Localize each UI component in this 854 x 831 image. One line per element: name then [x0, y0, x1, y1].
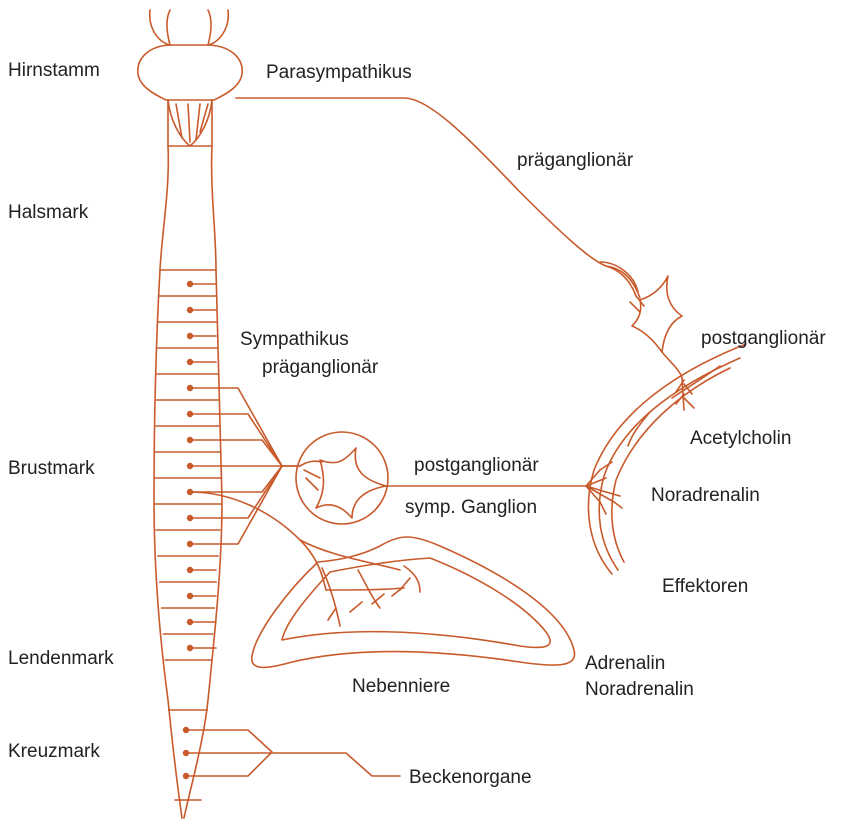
segment-nucleus-dot: [187, 307, 193, 313]
pelvic-outflow-fibers: [186, 730, 400, 776]
label-symp-praeganglionaer: präganglionär: [262, 357, 379, 378]
label-para-postganglionaer: postganglionär: [701, 328, 826, 349]
label-kreuzmark: Kreuzmark: [8, 741, 100, 762]
segment-nucleus-dot: [187, 359, 193, 365]
label-symp-ganglion: symp. Ganglion: [405, 497, 537, 518]
label-halsmark: Halsmark: [8, 202, 89, 223]
label-adrenalin: Adrenalin: [585, 653, 665, 674]
region-labels: Hirnstamm Halsmark Brustmark Lendenmark …: [8, 60, 114, 762]
label-nebenniere: Nebenniere: [352, 676, 450, 697]
spinal-cord-outline: [154, 146, 222, 818]
segment-nucleus-dot: [187, 593, 193, 599]
segment-nucleus-dot: [187, 619, 193, 625]
label-symp-postganglionaer: postganglionär: [414, 455, 539, 476]
label-para-praeganglionaer: präganglionär: [517, 150, 634, 171]
label-sympathikus: Sympathikus: [240, 329, 349, 350]
brainstem-outline: [138, 10, 242, 146]
spinal-segments: [154, 270, 221, 800]
adrenal-gland: [252, 537, 575, 667]
effector-organ: [586, 344, 746, 574]
label-beckenorgane: Beckenorgane: [409, 767, 532, 788]
segment-nucleus-dot: [187, 281, 193, 287]
label-parasympathikus: Parasympathikus: [266, 62, 412, 83]
label-effektoren: Effektoren: [662, 576, 748, 597]
label-hirnstamm: Hirnstamm: [8, 60, 100, 81]
label-brustmark: Brustmark: [8, 458, 95, 479]
label-lendenmark: Lendenmark: [8, 648, 114, 669]
pathway-labels: Parasympathikus präganglionär postgangli…: [240, 62, 826, 788]
segment-nucleus-dot: [187, 645, 193, 651]
label-acetylcholin: Acetylcholin: [690, 428, 791, 449]
segment-nucleus-dot: [187, 333, 193, 339]
segment-nucleus-dot: [187, 567, 193, 573]
label-noradrenalin: Noradrenalin: [651, 485, 760, 506]
label-nebenniere-noradrenalin: Noradrenalin: [585, 679, 694, 700]
